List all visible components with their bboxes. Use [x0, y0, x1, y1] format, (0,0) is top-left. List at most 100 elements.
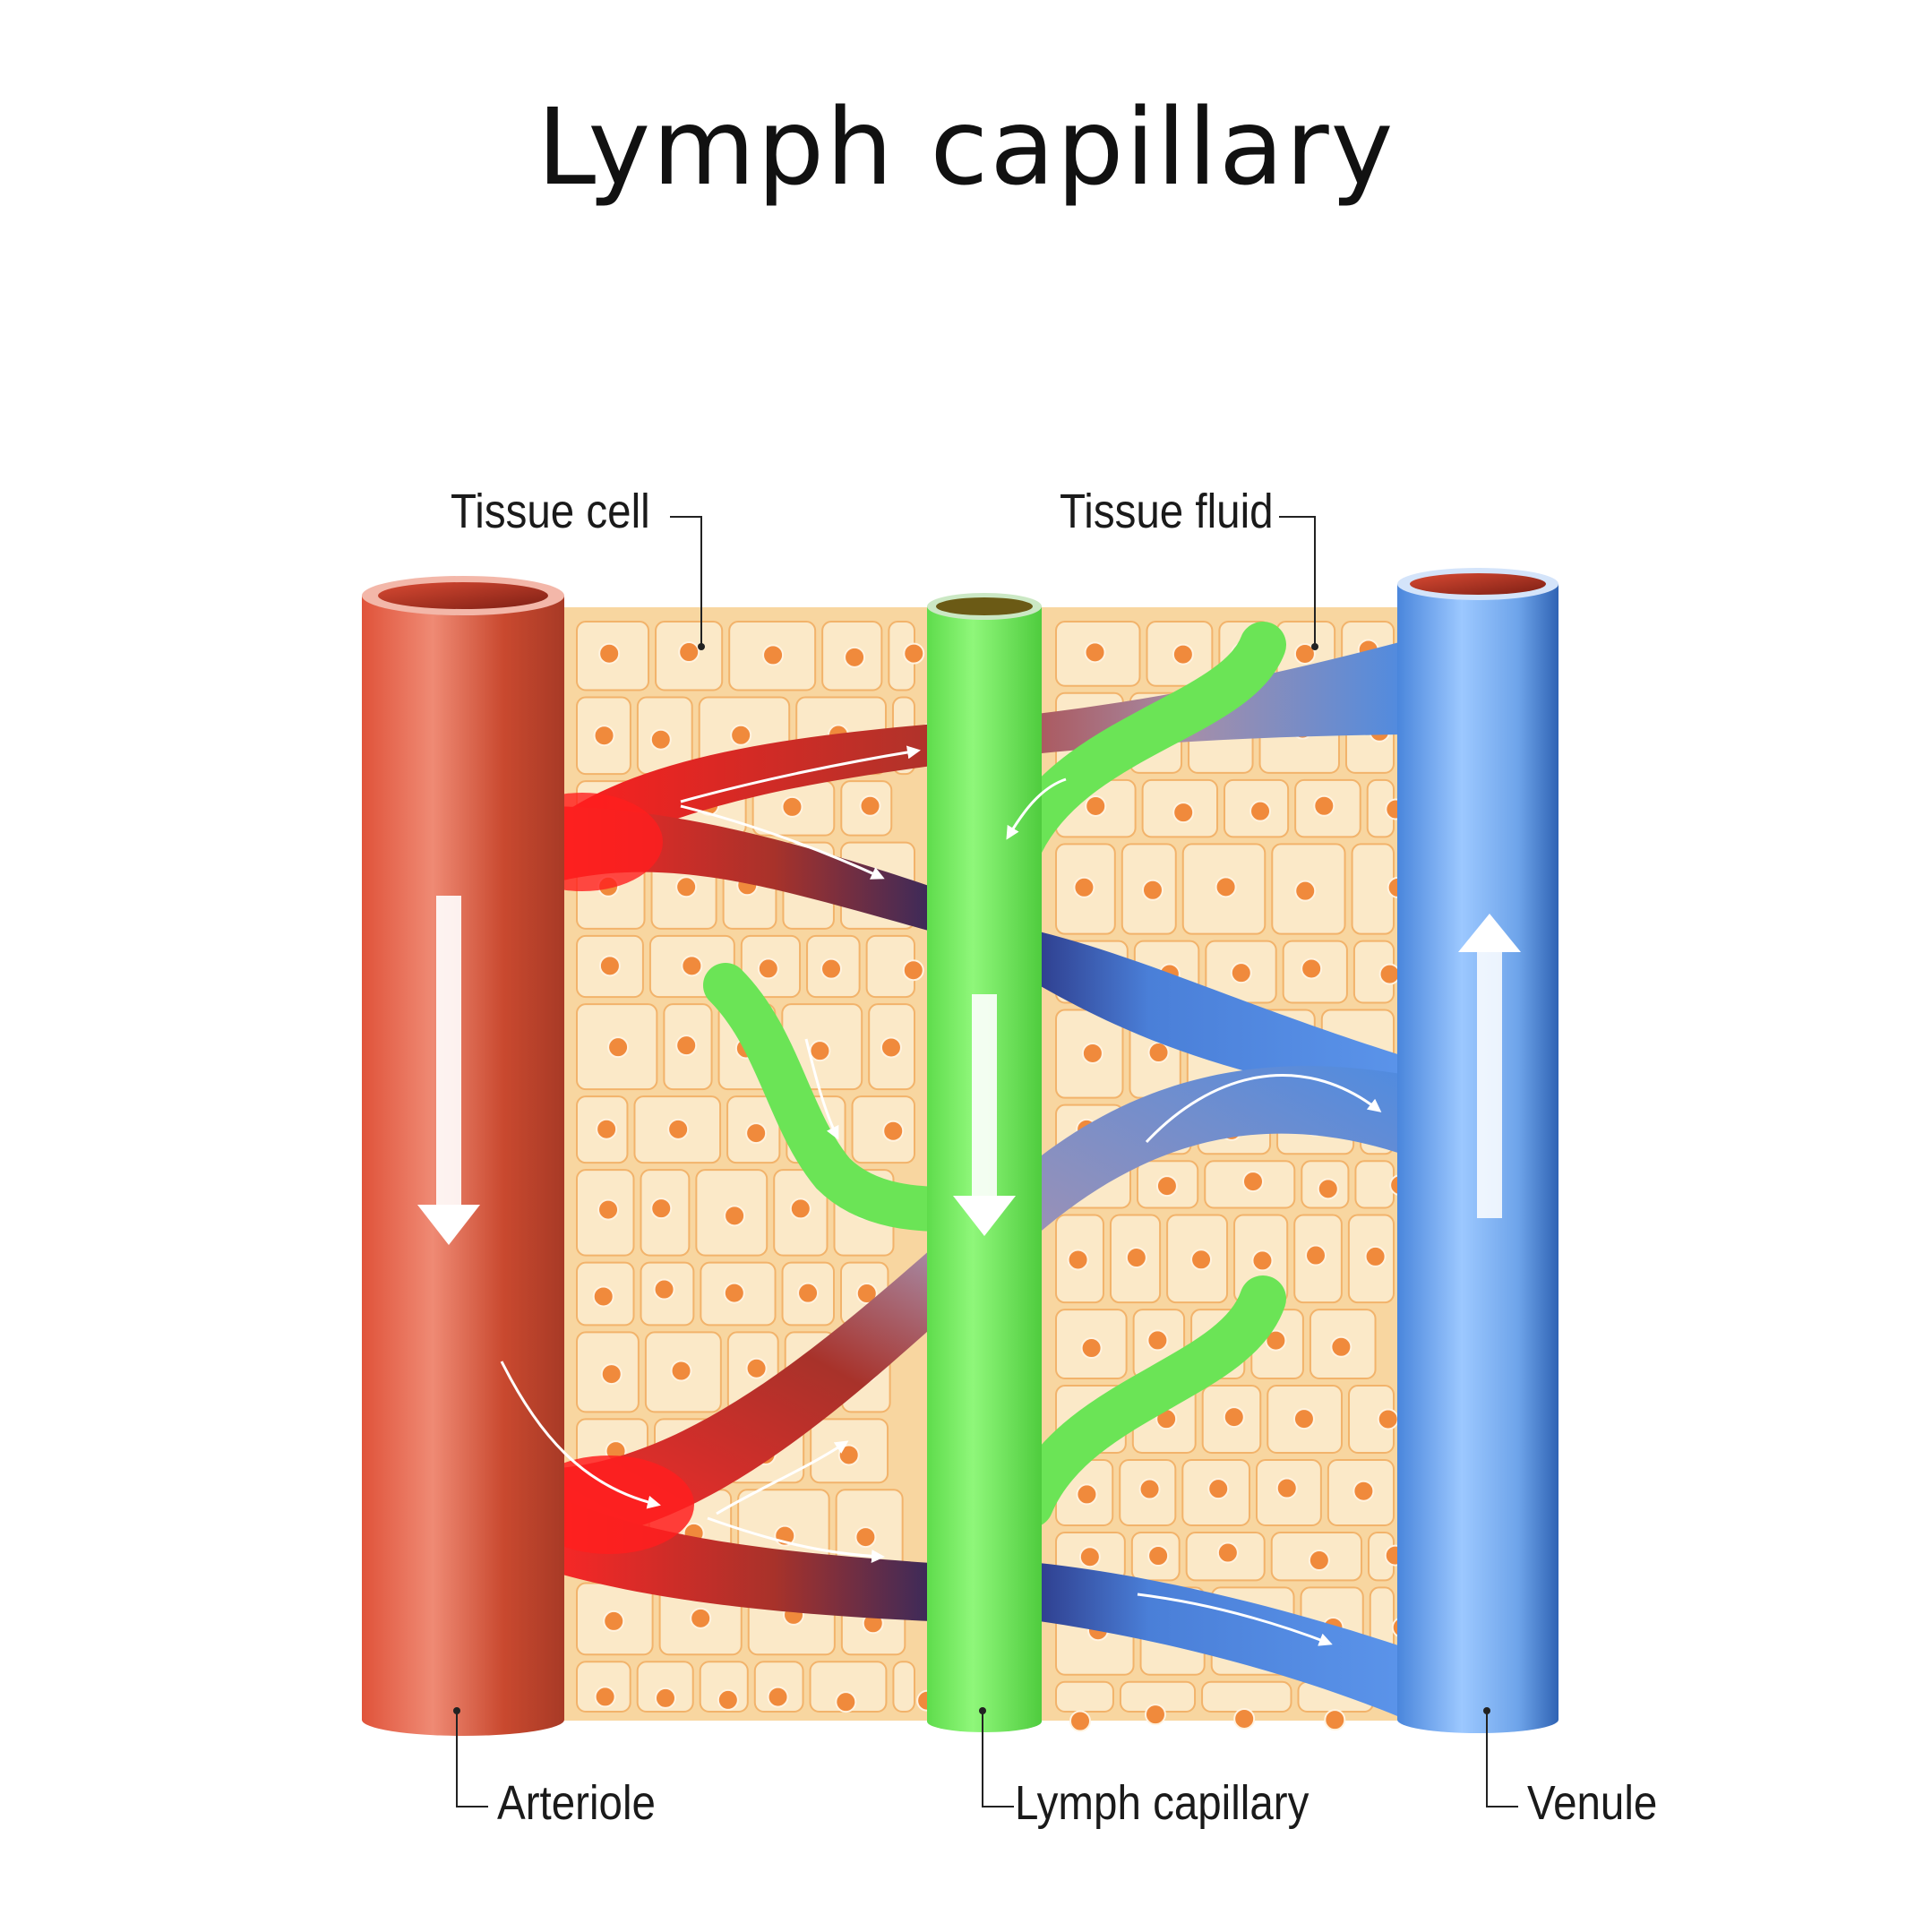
cell-nucleus	[1216, 1541, 1239, 1564]
label-tissue-fluid: Tissue fluid	[1060, 485, 1274, 538]
cell-nucleus	[1230, 962, 1252, 984]
tissue-cell-leader	[670, 516, 702, 647]
cell-nucleus	[835, 1691, 857, 1713]
cell-nucleus	[1141, 879, 1163, 901]
cell-nucleus	[757, 957, 779, 980]
cell-nucleus	[789, 1198, 811, 1220]
cell-nucleus	[593, 725, 615, 747]
cell-nucleus	[1215, 876, 1237, 898]
cell-nucleus	[854, 1526, 877, 1549]
cell-nucleus	[592, 1285, 614, 1308]
cell-nucleus	[1364, 1245, 1387, 1267]
cell-nucleus	[1292, 1408, 1315, 1430]
lymph-branch-lower	[1007, 1275, 1286, 1528]
tissue-cell	[636, 1661, 694, 1713]
flow-arrows	[500, 745, 1382, 1646]
cell-nucleus	[1265, 1329, 1287, 1352]
label-arteriole: Arteriole	[497, 1776, 656, 1830]
cell-nucleus	[717, 1688, 739, 1711]
cell-nucleus	[596, 1118, 618, 1140]
lower-venous-capillary	[1039, 1563, 1406, 1720]
tissue-cell	[1055, 1680, 1114, 1713]
cell-nucleus	[1330, 1335, 1352, 1358]
cell-nucleus	[1378, 963, 1401, 985]
venule-flow-arrow	[1458, 914, 1521, 1218]
tissue-cell	[1354, 1160, 1395, 1209]
leader-lines	[456, 516, 1518, 1807]
tissue-cell	[892, 1661, 915, 1713]
cell-nucleus	[1155, 1175, 1178, 1198]
big-direction-arrows	[417, 896, 1521, 1245]
cell-nucleus	[809, 1040, 831, 1062]
cell-nucleus	[597, 1198, 620, 1221]
cell-nucleus	[1081, 1042, 1103, 1064]
cell-nucleus	[654, 1687, 676, 1709]
cell-nucleus	[670, 1360, 692, 1382]
cell-nucleus	[1147, 1042, 1170, 1064]
cell-nucleus	[902, 959, 924, 982]
cell-nucleus	[1078, 1546, 1101, 1568]
cell-nucleus	[1308, 1550, 1330, 1572]
cell-nucleus	[767, 1686, 789, 1708]
arteriole-leader	[456, 1711, 488, 1807]
cell-nucleus	[1069, 1710, 1092, 1732]
cell-nucleus	[649, 728, 672, 751]
cell-nucleus	[1172, 643, 1194, 665]
lymph-branch-upper	[998, 622, 1286, 865]
cell-nucleus	[681, 955, 703, 977]
label-lymph-capillary: Lymph capillary	[1015, 1776, 1309, 1830]
middle-venous-capillary	[1039, 932, 1406, 1111]
page-title: Lymph capillary	[537, 85, 1395, 209]
cell-nucleus	[1084, 641, 1106, 664]
lymph-flow-arrow	[953, 994, 1016, 1236]
cell-nucleus	[1190, 1249, 1213, 1271]
cell-nucleus	[607, 1036, 630, 1059]
cell-nucleus	[781, 795, 803, 818]
venule-leader	[1486, 1711, 1518, 1807]
cell-nucleus	[730, 724, 752, 746]
cell-nucleus	[598, 955, 621, 977]
cell-nucleus	[882, 1120, 905, 1142]
label-venule: Venule	[1527, 1776, 1658, 1830]
cell-nucleus	[690, 1607, 712, 1629]
cell-nucleus	[600, 1363, 623, 1386]
cell-nucleus	[1172, 802, 1195, 824]
cell-nucleus	[1080, 1337, 1103, 1360]
cell-nucleus	[903, 642, 925, 665]
label-tissue-cell: Tissue cell	[451, 485, 650, 538]
cell-nucleus	[1076, 1483, 1098, 1506]
cell-nucleus	[675, 1035, 698, 1057]
cell-nucleus	[1294, 880, 1317, 902]
diagonal-capillary	[537, 1066, 1406, 1541]
cell-nucleus	[653, 1278, 675, 1301]
cell-nucleus	[1085, 794, 1107, 817]
tissue-fluid-leader	[1279, 516, 1316, 647]
lymph-branches	[703, 622, 1286, 1528]
cell-nucleus	[1144, 1704, 1166, 1726]
cell-nucleus	[1242, 1171, 1265, 1193]
cell-nucleus	[1317, 1178, 1339, 1200]
cell-nucleus	[762, 644, 785, 666]
cell-nucleus	[598, 642, 621, 665]
lymph-capillary-leader	[982, 1711, 1014, 1807]
cell-nucleus	[1249, 800, 1272, 822]
cell-nucleus	[1067, 1249, 1089, 1271]
cell-nucleus	[1147, 1544, 1170, 1567]
cell-nucleus	[837, 1444, 860, 1466]
cell-nucleus	[745, 1122, 768, 1145]
lower-capillary	[537, 1487, 932, 1621]
cell-nucleus	[678, 641, 700, 664]
cell-nucleus	[1275, 1477, 1298, 1499]
cell-nucleus	[1073, 876, 1095, 898]
cell-nucleus	[650, 1198, 673, 1220]
arteriole-flow-arrow	[417, 896, 480, 1245]
cell-nucleus	[1233, 1707, 1256, 1730]
cell-nucleus	[1324, 1709, 1346, 1731]
cell-nucleus	[603, 1610, 625, 1632]
cell-nucleus	[1352, 1480, 1375, 1502]
cell-nucleus	[880, 1036, 902, 1059]
cell-nucleus	[859, 794, 881, 817]
cell-nucleus	[675, 876, 698, 898]
lymph-branch-left	[703, 963, 972, 1232]
